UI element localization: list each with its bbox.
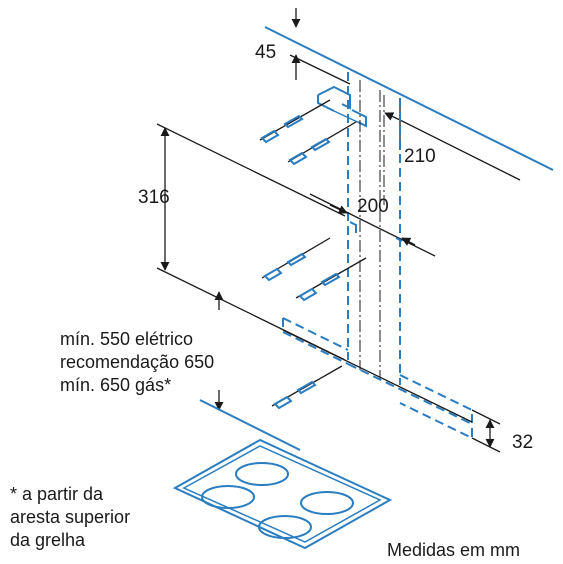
screws-middle	[261, 237, 367, 302]
clearance-note-line2: recomendação 650	[60, 352, 214, 372]
chimney-duct	[347, 72, 401, 385]
dimension-32-label: 32	[512, 432, 533, 453]
footnote-line2: aresta superior	[10, 507, 130, 527]
dimension-32: 32	[471, 409, 533, 453]
dimension-210: 210	[383, 95, 521, 205]
hood-body	[282, 317, 473, 440]
clearance-note-line1: mín. 550 elétrico	[60, 329, 193, 349]
footnote-line1: * a partir da	[10, 484, 104, 504]
dimension-200: 200	[309, 193, 436, 257]
screws-bottom	[271, 365, 343, 410]
dimension-210-label: 210	[404, 146, 436, 167]
clearance-note-line3: mín. 650 gás*	[60, 375, 171, 395]
dimension-200-label: 200	[357, 196, 389, 217]
cooktop	[172, 438, 393, 550]
dimension-316: 316	[138, 123, 346, 361]
clearance-dimension	[199, 291, 301, 451]
wall-bracket	[317, 85, 367, 128]
units-label: Medidas em mm	[387, 540, 520, 560]
dimension-45: 45	[255, 8, 351, 85]
footnote-line3: da grelha	[10, 530, 86, 550]
middle-bracket	[349, 221, 403, 242]
ceiling-line	[264, 26, 554, 171]
dimension-316-label: 316	[138, 187, 170, 208]
dimension-45-label: 45	[255, 42, 276, 63]
screws-top	[259, 99, 357, 166]
